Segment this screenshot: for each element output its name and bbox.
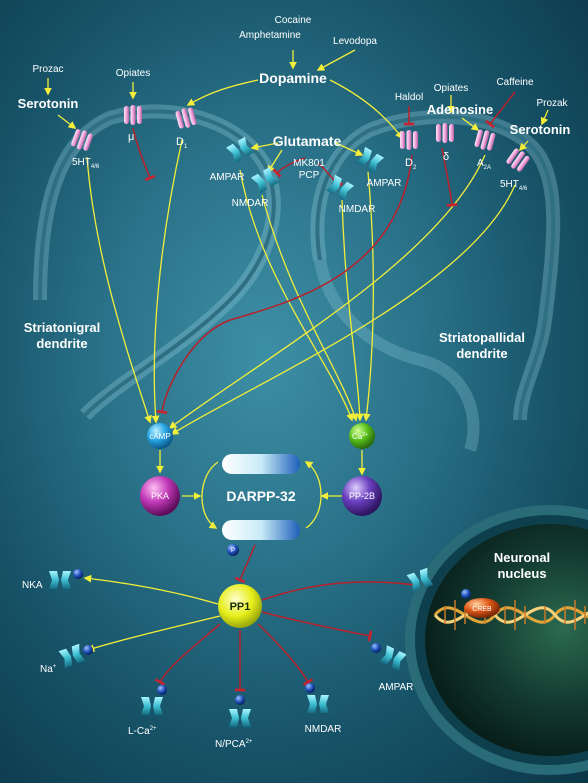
ca-node: [349, 423, 375, 449]
label-nucleus: nucleus: [497, 566, 546, 581]
label-d1: D1: [176, 136, 188, 150]
ampar-bottom-channel-icon: [379, 645, 407, 671]
label-opiates-right: Opiates: [434, 83, 468, 94]
label-ampar-left: AMPAR: [210, 172, 245, 183]
label-glutamate: Glutamate: [273, 133, 342, 149]
nka-phosphate-icon: [73, 569, 83, 579]
lca-phosphate-icon: [157, 685, 167, 695]
dna-helix-icon: [433, 600, 588, 630]
label-amphetamine: Amphetamine: [239, 30, 301, 41]
label-d2: D2: [405, 157, 417, 171]
ampar-right-channel-icon: [355, 146, 385, 174]
label-pp2b: PP-2B: [349, 491, 375, 501]
darpp32-bar-bottom: [222, 520, 300, 540]
pka-node: [140, 476, 180, 516]
pp2b-node: [342, 476, 382, 516]
label-a2a: A2A: [477, 158, 491, 171]
pp1-node: [218, 584, 262, 628]
neuronal-nucleus: [405, 505, 588, 775]
activation-arrows: [44, 49, 549, 652]
label-ca: Ca2+: [352, 432, 368, 441]
d2-receptor-icon: [400, 130, 418, 150]
label-5ht-left: 5HT4/6: [72, 157, 100, 170]
label-pka: PKA: [151, 491, 169, 501]
label-lca: L-Ca2+: [128, 726, 157, 737]
label-darpp32: DARPP-32: [226, 488, 295, 504]
label-cocaine: Cocaine: [275, 15, 312, 26]
label-p: P: [231, 548, 235, 554]
label-mu: μ: [128, 131, 134, 143]
label-nmdar-right: NMDAR: [339, 204, 376, 215]
label-adenosine: Adenosine: [427, 102, 493, 117]
label-5ht-right: 5HT4/6: [500, 179, 528, 192]
nmdar-phosphate-icon: [305, 683, 315, 693]
label-npca: N/PCA2+: [215, 739, 253, 750]
striatopallidal-dendrite-edge: [315, 114, 556, 421]
label-striatopallidal: Striatopallidal: [439, 330, 525, 345]
lca-channel-icon: [141, 697, 163, 715]
label-neuronal: Neuronal: [494, 550, 550, 565]
creb-protein: [464, 598, 500, 618]
label-nka: NKA: [22, 580, 43, 591]
a2a-receptor-icon: [473, 128, 497, 152]
label-levodopa: Levodopa: [333, 36, 377, 47]
label-striatonigral-dendrite: dendrite: [36, 336, 87, 351]
dendrite-lower-arc: [314, 258, 480, 452]
darpp32-bar-top: [222, 454, 300, 474]
ampar-phosphate-icon: [371, 643, 381, 653]
label-ampar-right: AMPAR: [367, 178, 402, 189]
label-prozac: Prozac: [32, 64, 63, 75]
label-camp: cAMP: [149, 432, 170, 441]
npca-channel-icon: [229, 709, 251, 727]
label-dopamine: Dopamine: [259, 70, 327, 86]
label-creb: CREB: [472, 606, 492, 613]
label-haldol: Haldol: [395, 92, 423, 103]
label-nmdar-left: NMDAR: [232, 198, 269, 209]
mu-receptor-icon: [124, 105, 142, 125]
label-pcp: PCP: [299, 170, 320, 181]
nmdar-bottom-channel-icon: [307, 695, 329, 713]
label-prozak: Prozak: [536, 98, 568, 109]
label-serotonin-right: Serotonin: [510, 122, 571, 137]
striatonigral-dendrite-edge: [38, 109, 276, 417]
npca-phosphate-icon: [235, 695, 245, 705]
camp-node: [147, 423, 173, 449]
label-striatonigral: Striatonigral: [24, 320, 101, 335]
label-delta: δ: [443, 151, 449, 163]
darpp32-phosphate-icon: [227, 544, 239, 556]
creb-phosphate-icon: [461, 589, 471, 599]
nka-channel-icon: [49, 571, 71, 589]
label-serotonin-left: Serotonin: [18, 96, 79, 111]
delta-receptor-icon: [436, 123, 454, 143]
label-caffeine: Caffeine: [496, 77, 534, 88]
na-phosphate-icon: [83, 645, 93, 655]
label-opiates-left: Opiates: [116, 68, 150, 79]
label-na: Na+: [40, 664, 57, 675]
label-mk801: MK801: [293, 158, 325, 169]
label-pp1: PP1: [230, 601, 251, 613]
label-ampar-bottom: AMPAR: [379, 682, 414, 693]
na-channel-icon: [58, 643, 86, 669]
label-striatopallidal-dendrite: dendrite: [456, 346, 507, 361]
label-nmdar-bottom: NMDAR: [305, 724, 342, 735]
